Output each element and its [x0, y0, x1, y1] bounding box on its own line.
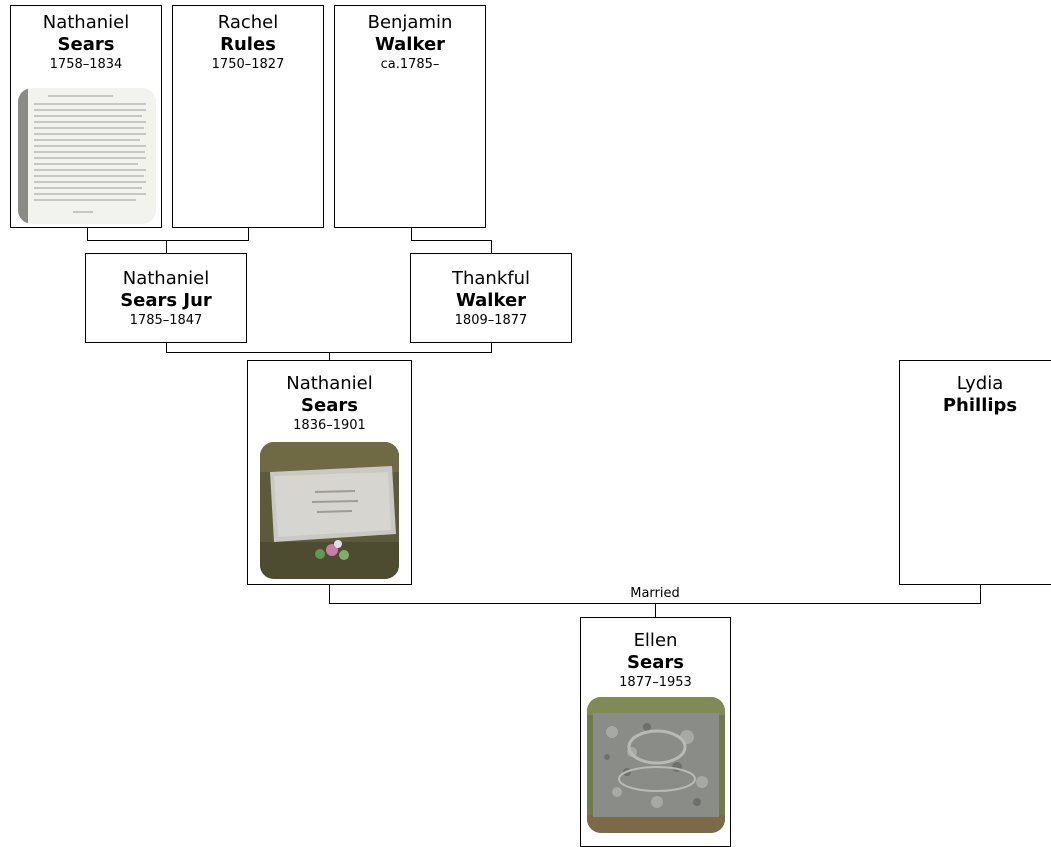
- person-card-thankful-walker[interactable]: Thankful Walker 1809–1877: [410, 253, 572, 343]
- life-dates: 1877–1953: [619, 675, 692, 690]
- given-name: Thankful: [451, 268, 530, 289]
- person-card-benjamin-walker[interactable]: Benjamin Walker ca.1785–: [334, 5, 486, 228]
- gravestone-photo[interactable]: [260, 442, 399, 579]
- connector-line: [411, 227, 412, 240]
- person-card-lydia-phillips[interactable]: Lydia Phillips: [899, 360, 1051, 585]
- connector-line: [655, 603, 656, 618]
- life-dates: 1836–1901: [293, 418, 366, 433]
- marriage-label: Married: [630, 586, 680, 601]
- life-dates: 1750–1827: [211, 57, 285, 72]
- surname: Sears: [57, 34, 115, 55]
- given-name: Ellen: [633, 630, 678, 651]
- surname: Phillips: [942, 395, 1018, 416]
- given-name: Nathaniel: [286, 373, 373, 394]
- life-dates: 1758–1834: [49, 57, 123, 72]
- connector-line: [248, 227, 249, 240]
- surname: Sears: [627, 652, 684, 673]
- connector-line: [491, 240, 492, 254]
- given-name: Rachel: [217, 12, 279, 33]
- person-card-nathaniel-sears-1836[interactable]: Nathaniel Sears 1836–1901: [247, 360, 412, 585]
- surname: Sears: [301, 395, 358, 416]
- connector-line: [329, 584, 330, 604]
- surname: Sears Jur: [120, 290, 212, 311]
- connector-line: [87, 227, 88, 240]
- surname: Walker: [374, 34, 446, 55]
- gravestone-image: [587, 697, 725, 833]
- given-name: Nathaniel: [122, 268, 210, 289]
- person-card-rachel-rules[interactable]: Rachel Rules 1750–1827: [172, 5, 324, 228]
- given-name: Lydia: [956, 373, 1004, 394]
- connector-line: [87, 240, 249, 241]
- connector-line: [329, 352, 330, 360]
- surname: Walker: [455, 290, 527, 311]
- life-dates: 1785–1847: [129, 313, 203, 328]
- document-photo[interactable]: [18, 88, 156, 224]
- person-card-nathaniel-sears-jur[interactable]: Nathaniel Sears Jur 1785–1847: [85, 253, 247, 343]
- given-name: Benjamin: [367, 12, 453, 33]
- connector-line: [166, 342, 167, 353]
- gravestone-image: [260, 442, 399, 579]
- document-scan-image: [18, 88, 156, 224]
- given-name: Nathaniel: [42, 12, 130, 33]
- surname: Rules: [220, 34, 276, 55]
- connector-line: [166, 240, 167, 254]
- connector-line: [411, 240, 492, 241]
- life-dates: ca.1785–: [380, 57, 440, 72]
- life-dates: 1809–1877: [454, 313, 528, 328]
- gravestone-photo[interactable]: [587, 697, 725, 833]
- connector-line: [491, 342, 492, 353]
- person-card-ellen-sears[interactable]: Ellen Sears 1877–1953: [580, 617, 731, 847]
- person-card-nathaniel-sears-1758[interactable]: Nathaniel Sears 1758–1834: [10, 5, 162, 228]
- connector-line: [980, 584, 981, 604]
